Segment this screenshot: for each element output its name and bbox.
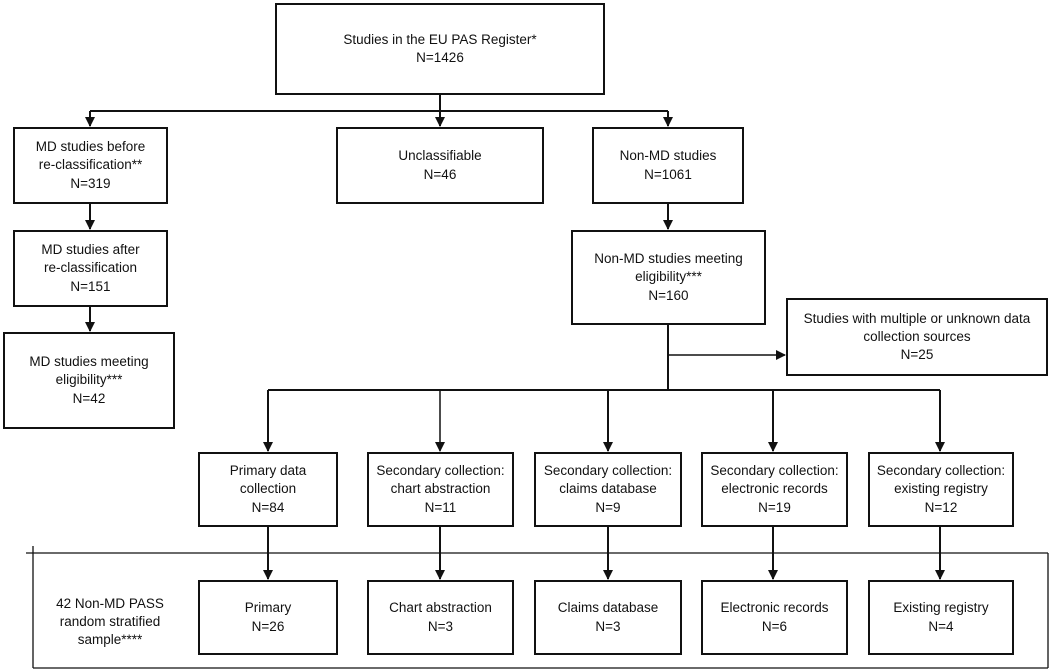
collection-box-electronic-records: Secondary collection: electronic records… <box>701 452 848 527</box>
sample-enclosure <box>26 546 1049 669</box>
multiple-sources-count: N=25 <box>900 347 934 363</box>
collection-box-claims-database: Secondary collection: claims database N=… <box>534 452 682 527</box>
sample-count: N=4 <box>928 618 954 634</box>
md-before-count: N=319 <box>70 175 111 191</box>
collection-line1: Secondary collection: <box>376 463 505 479</box>
md-after-box: MD studies after re-classification N=151 <box>13 230 168 307</box>
collection-line2: claims database <box>559 481 657 497</box>
collection-line1: Secondary collection: <box>876 463 1006 479</box>
md-after-count: N=151 <box>70 278 111 294</box>
collection-count: N=11 <box>424 499 457 515</box>
non-md-count: N=1061 <box>644 166 692 182</box>
collection-count: N=9 <box>595 499 621 515</box>
non-md-eligible-count: N=160 <box>648 287 689 303</box>
sample-title: Electronic records <box>720 600 829 616</box>
md-before-line2: re-classification** <box>38 157 143 173</box>
collection-box-existing-registry: Secondary collection: existing registry … <box>868 452 1014 527</box>
md-eligible-count: N=42 <box>72 390 106 406</box>
non-md-eligible-line1: Non-MD studies meeting <box>594 251 743 267</box>
non-md-title: Non-MD studies <box>619 148 717 164</box>
sample-label-line2: random stratified <box>59 613 161 629</box>
sample-box-existing-registry: Existing registry N=4 <box>868 580 1014 655</box>
md-eligible-box: MD studies meeting eligibility*** N=42 <box>3 332 175 429</box>
root-title: Studies in the EU PAS Register* <box>343 31 537 47</box>
collection-line2: collection <box>239 481 297 497</box>
sample-count: N=6 <box>761 618 788 634</box>
sample-label: 42 Non-MD PASS random stratified sample*… <box>40 590 180 654</box>
md-eligible-line2: eligibility*** <box>55 372 123 388</box>
sample-count: N=3 <box>427 618 454 634</box>
sample-label-line1: 42 Non-MD PASS <box>56 595 164 611</box>
collection-box-primary: Primary data collection N=84 <box>198 452 338 527</box>
sample-box-chart-abstraction: Chart abstraction N=3 <box>367 580 514 655</box>
non-md-eligible-line2: eligibility*** <box>635 269 702 285</box>
sample-count: N=26 <box>251 618 285 634</box>
collection-line2: electronic records <box>721 481 828 497</box>
non-md-box: Non-MD studies N=1061 <box>592 127 744 204</box>
md-after-line1: MD studies after <box>41 242 140 258</box>
collection-box-chart-abstraction: Secondary collection: chart abstraction … <box>367 452 514 527</box>
collection-line1: Secondary collection: <box>543 463 673 479</box>
sample-title: Primary <box>244 600 292 616</box>
root-box: Studies in the EU PAS Register* N=1426 <box>275 3 605 95</box>
collection-line2: existing registry <box>894 481 988 497</box>
md-after-line2: re-classification <box>43 260 138 276</box>
sample-box-electronic-records: Electronic records N=6 <box>701 580 848 655</box>
multiple-sources-box: Studies with multiple or unknown data co… <box>786 298 1048 376</box>
sample-count: N=3 <box>595 618 621 634</box>
collection-count: N=19 <box>758 499 791 515</box>
collection-count: N=12 <box>924 499 958 515</box>
sample-label-line3: sample**** <box>77 632 143 648</box>
unclassifiable-count: N=46 <box>423 166 457 182</box>
unclassifiable-title: Unclassifiable <box>398 148 482 164</box>
sample-box-claims-database: Claims database N=3 <box>534 580 682 655</box>
md-eligible-line1: MD studies meeting <box>29 354 149 370</box>
sample-title: Existing registry <box>893 600 989 616</box>
multiple-sources-line1: Studies with multiple or unknown data <box>803 310 1031 326</box>
collection-line1: Primary data <box>229 463 307 479</box>
md-before-box: MD studies before re-classification** N=… <box>13 127 168 204</box>
collection-line1: Secondary collection: <box>710 463 839 479</box>
collection-line2: chart abstraction <box>390 481 491 497</box>
collection-count: N=84 <box>251 499 285 515</box>
root-count: N=1426 <box>416 50 464 65</box>
multiple-sources-line2: collection sources <box>863 328 971 344</box>
sample-title: Claims database <box>557 600 659 616</box>
md-before-line1: MD studies before <box>35 139 146 155</box>
non-md-eligible-box: Non-MD studies meeting eligibility*** N=… <box>571 230 766 325</box>
unclassifiable-box: Unclassifiable N=46 <box>336 127 544 204</box>
sample-title: Chart abstraction <box>389 600 492 616</box>
sample-box-primary: Primary N=26 <box>198 580 338 655</box>
